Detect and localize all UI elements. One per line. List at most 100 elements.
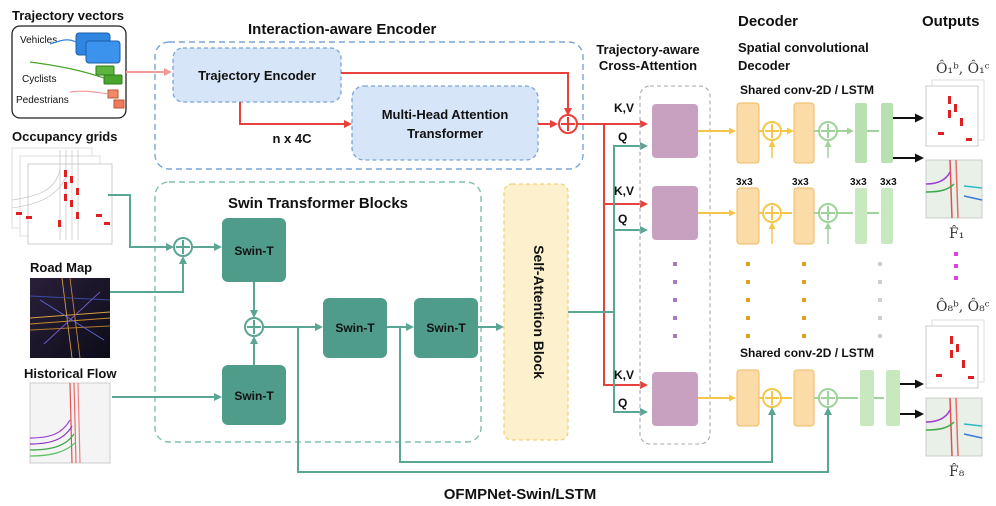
encoder-to-mha-arrow — [239, 102, 352, 128]
outputs: Outputs Ô₁ᵇ, Ô₁ᶜ F̂₁ Ô₈ᵇ, Ô₈ᶜ — [922, 13, 990, 480]
plus-icon — [821, 124, 835, 138]
cyclist-glyph — [103, 74, 123, 85]
cross-attention: Trajectory-aware Cross-Attention K,V Q K… — [596, 42, 711, 445]
cyclists-label: Cyclists — [22, 74, 56, 85]
output-flow-8-label: F̂₈ — [949, 462, 965, 480]
mha-label-line2: Transformer — [407, 126, 483, 141]
conv-block — [736, 369, 760, 427]
kv-label-1: K,V — [614, 101, 634, 115]
output-occupancy-cells — [938, 96, 972, 141]
decoder-row-2 — [698, 187, 893, 245]
plus-icon — [561, 117, 575, 131]
trajectory-encoder-box — [172, 47, 342, 103]
self-attention-block: Self-Attention Block — [503, 183, 569, 441]
decoder-subtitle-line2: Decoder — [738, 58, 790, 73]
cross-attention-frame — [639, 85, 711, 445]
occupancy-to-sum-arrow — [108, 194, 174, 251]
q-label-8: Q — [618, 396, 627, 410]
swin-block-label: Swin-T — [234, 389, 274, 403]
output-occupancy-8-label: Ô₈ᵇ, Ô₈ᶜ — [936, 297, 990, 315]
decoder-row-1 — [698, 102, 893, 164]
trajectory-vectors-label: Trajectory vectors — [12, 8, 124, 23]
output-occupancy-stack — [925, 85, 979, 147]
shared-label-bottom: Shared conv-2D / LSTM — [740, 346, 874, 360]
decoder-subtitle-line1: Spatial convolutional — [738, 40, 869, 55]
query-connections — [568, 142, 648, 416]
plus-icon — [176, 240, 190, 254]
swin-title: Swin Transformer Blocks — [228, 195, 408, 212]
q-arrow-1 — [613, 142, 648, 312]
multi-head-attention-box — [351, 85, 539, 161]
decoder-title: Decoder — [738, 13, 798, 30]
swin-connections — [108, 194, 504, 401]
kernel-label: 3x3 — [736, 177, 753, 188]
lstm-block — [881, 103, 893, 163]
historical-flow-input: Historical Flow — [24, 366, 117, 464]
output-ellipsis — [954, 252, 958, 280]
trajectory-vectors-input: Trajectory vectors Vehicles Cyclists Ped… — [11, 8, 127, 119]
conv-block — [736, 102, 760, 164]
cross-attention-block-2 — [652, 186, 698, 240]
lstm-block — [855, 188, 867, 244]
lstm-block — [886, 370, 900, 426]
decoder-row-8 — [698, 369, 900, 427]
kernel-label: 3x3 — [880, 177, 897, 188]
road-map-label: Road Map — [30, 260, 92, 275]
output-arrows — [893, 113, 924, 419]
cross-attention-title-line1: Trajectory-aware — [596, 42, 699, 57]
swin-block-label: Swin-T — [426, 321, 466, 335]
conv-block — [736, 187, 760, 245]
swin3-to-decoder-skip — [399, 327, 776, 463]
self-attention-box — [503, 183, 569, 441]
occupancy-grids-label: Occupancy grids — [12, 129, 117, 144]
pedestrians-label: Pedestrians — [16, 95, 69, 106]
model-name-footer: OFMPNet-Swin/LSTM — [444, 486, 597, 503]
repeat-label: n x 4C — [272, 131, 312, 146]
output-flow-1 — [925, 159, 983, 219]
kernel-label: 3x3 — [792, 177, 809, 188]
decoder-ellipsis-light — [878, 262, 882, 338]
kv-label-8: K,V — [614, 368, 634, 382]
road-map-image — [30, 278, 110, 358]
plus-icon — [765, 206, 779, 220]
ellipsis-dots — [673, 262, 677, 338]
swin-block-label: Swin-T — [234, 244, 274, 258]
cross-attention-block-1 — [652, 104, 698, 158]
plus-icon — [821, 391, 835, 405]
q-label-2: Q — [618, 212, 627, 226]
swin-block-4 — [414, 298, 478, 358]
swin-block-label: Swin-T — [335, 321, 375, 335]
swin-block-3 — [323, 298, 387, 358]
encoder-skip-arrow — [341, 72, 572, 116]
occupancy-cells — [16, 170, 110, 227]
output-flow-1-streams — [925, 159, 983, 219]
vehicle-glyph — [85, 40, 121, 64]
plus-icon — [765, 391, 779, 405]
q-label-1: Q — [618, 130, 627, 144]
swin-block-2 — [222, 365, 286, 425]
historical-flow-streams — [29, 382, 81, 464]
output-occupancy-1-label: Ô₁ᵇ, Ô₁ᶜ — [936, 59, 990, 77]
mha-label-line1: Multi-Head Attention — [382, 107, 509, 122]
long-skip-connections — [297, 327, 832, 473]
cyclist-trajectory — [29, 61, 105, 79]
road-map-input: Road Map — [29, 260, 111, 359]
lstm-block — [881, 188, 893, 244]
plus-icon — [247, 320, 261, 334]
encoder-connections — [126, 68, 648, 389]
conv-block — [793, 369, 815, 427]
pedestrian-glyph — [107, 89, 119, 99]
roadmap-to-sum-arrow — [110, 256, 187, 293]
cyclist-glyph — [95, 65, 115, 76]
outputs-title: Outputs — [922, 13, 980, 30]
vehicle-trajectory — [49, 39, 77, 45]
kv-trunk-arrow — [577, 123, 648, 389]
decoder-ellipsis — [746, 262, 806, 338]
lstm-block — [860, 370, 874, 426]
output-occupancy-cells — [936, 336, 974, 379]
plus-icon — [765, 124, 779, 138]
vehicles-label: Vehicles — [20, 35, 57, 46]
self-attention-label: Self-Attention Block — [531, 245, 547, 379]
swin-frame — [154, 181, 482, 443]
